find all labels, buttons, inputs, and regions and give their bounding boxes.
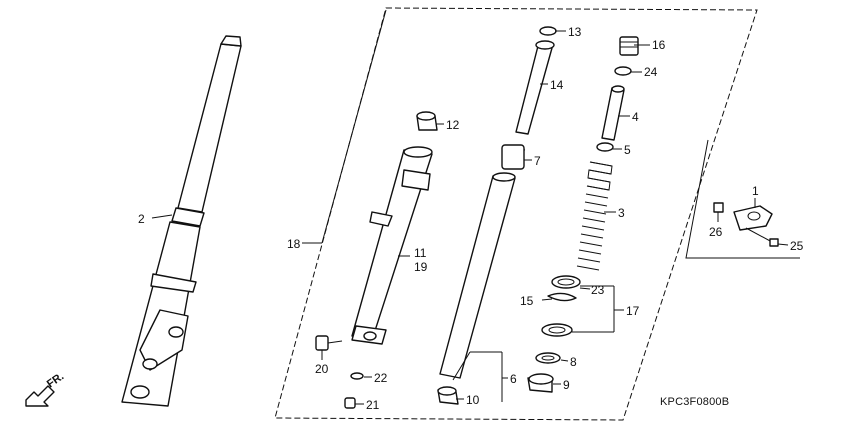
part-26-nut — [713, 202, 724, 213]
part-5-washer — [596, 142, 614, 152]
part-23-dust-seal — [551, 275, 581, 289]
callout-24: 24 — [644, 65, 658, 79]
part-13-seal — [539, 26, 557, 36]
callout-14: 14 — [550, 78, 564, 92]
part-9-bushing — [527, 373, 554, 393]
callout-3: 3 — [618, 206, 625, 220]
callout-22: 22 — [374, 371, 388, 385]
callout-2: 2 — [138, 212, 145, 226]
callout-23: 23 — [591, 283, 605, 297]
part-1-clamp — [733, 205, 773, 231]
assembly-boundary — [274, 7, 758, 421]
part-14-damper-rod — [515, 40, 555, 135]
callout-13: 13 — [568, 25, 582, 39]
clamp-group-boundary — [685, 139, 800, 259]
callout-20: 20 — [315, 362, 329, 376]
part-16-cap-bolt — [619, 36, 639, 56]
part-11-19-slider — [351, 146, 433, 345]
callout-4: 4 — [632, 110, 639, 124]
callout-7: 7 — [534, 154, 541, 168]
part-4-spacer — [601, 85, 625, 141]
callout-11: 11 — [414, 246, 427, 260]
callout-17: 17 — [626, 304, 640, 318]
part-17-oil-seal — [541, 323, 573, 337]
callout-19: 19 — [414, 260, 428, 274]
callout-18: 18 — [287, 237, 301, 251]
part-24-o-ring — [614, 66, 632, 76]
part-22-washer — [350, 372, 364, 380]
part-6-inner-tube — [439, 172, 516, 379]
callout-labels: 2 18 12 11 19 13 14 7 16 24 4 5 3 23 15 … — [138, 25, 804, 412]
callout-10: 10 — [466, 393, 480, 407]
callout-21: 21 — [366, 398, 380, 412]
callout-12: 12 — [446, 118, 460, 132]
part-25-bolt — [745, 227, 779, 247]
callout-25: 25 — [790, 239, 804, 253]
callout-5: 5 — [624, 143, 631, 157]
callout-6: 6 — [510, 372, 517, 386]
part-12-collar — [416, 111, 438, 131]
callout-26: 26 — [709, 225, 723, 239]
part-20-bolt — [315, 335, 343, 351]
part-21-bolt — [344, 397, 356, 409]
part-3-fork-spring — [576, 161, 613, 271]
callout-1: 1 — [752, 184, 759, 198]
part-10-bushing — [437, 386, 459, 405]
callout-16: 16 — [652, 38, 666, 52]
front-direction-arrow-icon — [25, 385, 55, 407]
fork-leg-assembly — [121, 35, 242, 407]
callout-9: 9 — [563, 378, 570, 392]
part-8-backup-ring — [535, 352, 561, 364]
leader-lines — [151, 9, 789, 405]
part-7-spring — [501, 144, 526, 170]
callout-15: 15 — [520, 294, 534, 308]
drawing-code: KPC3F0800B — [660, 396, 729, 408]
part-15-clip — [547, 292, 577, 302]
callout-8: 8 — [570, 355, 577, 369]
